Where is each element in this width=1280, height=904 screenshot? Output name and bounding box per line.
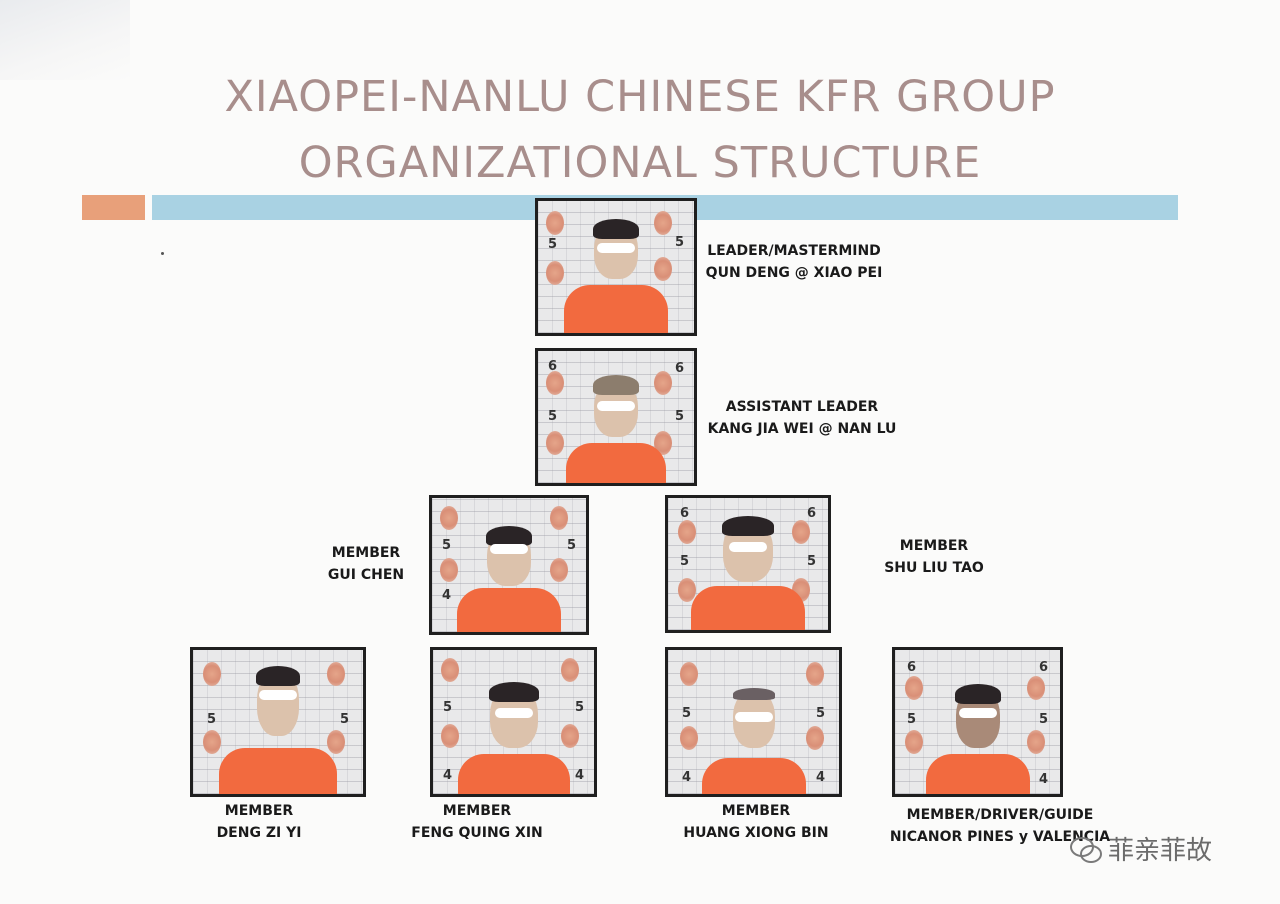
name-deng-zi-yi: DENG ZI YI	[216, 825, 302, 841]
label-deng-zi-yi: MEMBER DENG ZI YI	[204, 800, 314, 844]
watermark-text: 菲亲菲故	[1108, 836, 1213, 866]
accent-bar-orange	[82, 195, 145, 220]
role-gui-chen: MEMBER	[331, 545, 401, 561]
label-gui-chen: MEMBER GUI CHEN	[316, 542, 416, 586]
role-assistant-leader: ASSISTANT LEADER	[725, 399, 879, 415]
name-shu-liu-tao: SHU LIU TAO	[884, 560, 984, 576]
role-leader: LEADER/MASTERMIND	[707, 243, 881, 259]
stray-dot	[161, 252, 164, 255]
role-deng-zi-yi: MEMBER	[224, 803, 294, 819]
name-gui-chen: GUI CHEN	[327, 567, 405, 583]
role-shu-liu-tao: MEMBER	[899, 538, 969, 554]
name-huang-xiong-bin: HUANG XIONG BIN	[683, 825, 829, 841]
role-feng-quing-xin: MEMBER	[442, 803, 512, 819]
label-nicanor-pines: MEMBER/DRIVER/GUIDE NICANOR PINES y VALE…	[880, 804, 1120, 848]
name-nicanor-pines: NICANOR PINES y VALENCIA	[889, 829, 1111, 845]
name-assistant-leader: KANG JIA WEI @ NAN LU	[707, 421, 897, 437]
chat-bubble-icon	[1068, 835, 1102, 863]
title-line-1: XIAOPEI-NANLU CHINESE KFR GROUP	[224, 72, 1056, 122]
label-huang-xiong-bin: MEMBER HUANG XIONG BIN	[676, 800, 836, 844]
role-huang-xiong-bin: MEMBER	[721, 803, 791, 819]
page-fold-shadow	[0, 0, 130, 80]
title-line-2: ORGANIZATIONAL STRUCTURE	[298, 138, 982, 188]
name-leader: QUN DENG @ XIAO PEI	[705, 265, 883, 281]
label-leader: LEADER/MASTERMIND QUN DENG @ XIAO PEI	[704, 240, 884, 284]
label-shu-liu-tao: MEMBER SHU LIU TAO	[872, 535, 996, 579]
role-nicanor-pines: MEMBER/DRIVER/GUIDE	[906, 807, 1094, 823]
name-feng-quing-xin: FENG QUING XIN	[411, 825, 543, 841]
watermark: 菲亲菲故	[1068, 830, 1212, 867]
label-feng-quing-xin: MEMBER FENG QUING XIN	[404, 800, 550, 844]
label-assistant-leader: ASSISTANT LEADER KANG JIA WEI @ NAN LU	[700, 396, 904, 440]
